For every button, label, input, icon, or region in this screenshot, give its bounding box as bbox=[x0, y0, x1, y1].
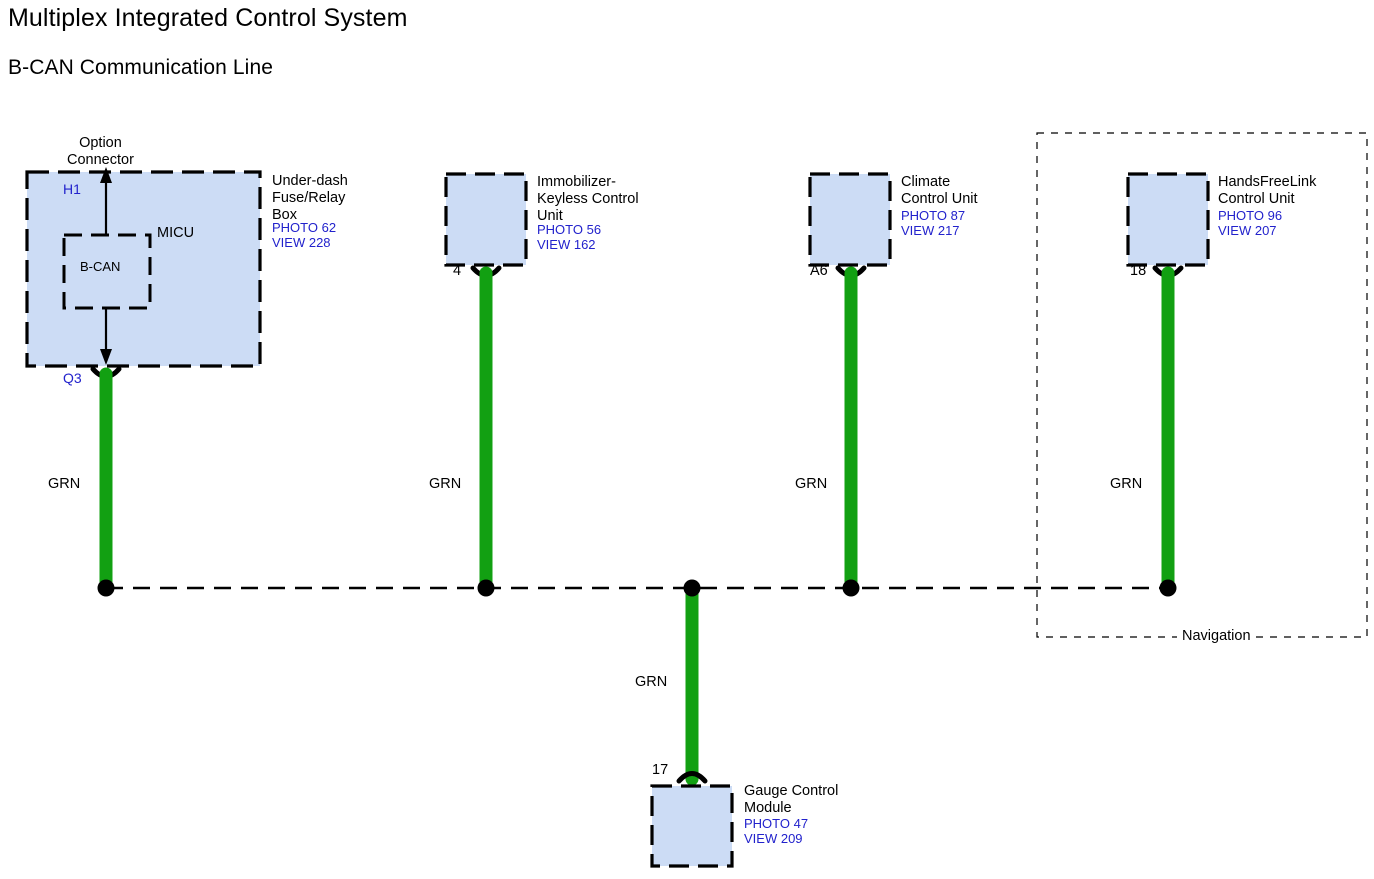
module-caption-handsfreelink-control-unit: HandsFreeLink Control Unit bbox=[1218, 174, 1316, 208]
photo-ref[interactable]: PHOTO 87 bbox=[901, 208, 966, 223]
bus-junction-dot-immobilizer bbox=[477, 579, 495, 597]
module-ref-handsfreelink-control-unit[interactable]: PHOTO 96 VIEW 207 bbox=[1218, 208, 1282, 238]
view-ref[interactable]: VIEW 162 bbox=[537, 237, 596, 253]
photo-ref[interactable]: PHOTO 62 bbox=[272, 220, 337, 235]
page-subtitle: B-CAN Communication Line bbox=[8, 56, 274, 79]
view-ref[interactable]: VIEW 228 bbox=[272, 235, 331, 251]
module-caption-gauge-control-module: Gauge Control Module bbox=[744, 783, 838, 817]
photo-ref[interactable]: PHOTO 56 bbox=[537, 222, 602, 237]
option-connector-label-line1: Option bbox=[79, 135, 122, 151]
module-name-line: Module bbox=[744, 799, 792, 816]
view-ref[interactable]: VIEW 207 bbox=[1218, 223, 1277, 239]
q3-arrowhead bbox=[100, 349, 112, 365]
wire-label-climate: GRN bbox=[795, 476, 828, 492]
module-name-line: Fuse/Relay bbox=[272, 189, 346, 206]
pin-label-gauge: 17 bbox=[652, 762, 669, 778]
terminal-label-q3: Q3 bbox=[63, 370, 82, 386]
micu-label: MICU bbox=[157, 225, 195, 241]
module-ref-under-dash-fuse-relay-box[interactable]: PHOTO 62 VIEW 228 bbox=[272, 220, 336, 250]
module-box-gauge-control-module[interactable] bbox=[650, 784, 734, 868]
pin-label-handsfreelink: 18 bbox=[1130, 263, 1147, 279]
module-name-line: Under-dash bbox=[272, 173, 348, 189]
module-box-immobilizer-keyless-control-unit[interactable] bbox=[444, 172, 528, 267]
navigation-group-label: Navigation bbox=[1177, 628, 1256, 644]
view-ref[interactable]: VIEW 217 bbox=[901, 223, 960, 239]
wire-label-gauge: GRN bbox=[635, 674, 668, 690]
view-ref[interactable]: VIEW 209 bbox=[744, 831, 803, 847]
module-name-line: Control Unit bbox=[901, 190, 978, 207]
terminal-label-h1: H1 bbox=[63, 181, 81, 197]
option-connector-label: Option Connector bbox=[67, 135, 134, 169]
module-name-line: HandsFreeLink bbox=[1218, 174, 1317, 190]
bus-junction-dot-micu bbox=[97, 579, 115, 597]
module-name-line: Gauge Control bbox=[744, 783, 839, 799]
option-connector-label-line2: Connector bbox=[67, 151, 134, 168]
module-caption-climate-control-unit: Climate Control Unit bbox=[901, 174, 978, 208]
module-name-line: Unit bbox=[537, 207, 563, 224]
module-name-line: Keyless Control bbox=[537, 190, 639, 207]
module-caption-under-dash-fuse-relay-box: Under-dash Fuse/Relay Box bbox=[272, 173, 348, 223]
wire-label-handsfreelink: GRN bbox=[1110, 476, 1143, 492]
module-box-under-dash-fuse-relay-box[interactable] bbox=[25, 170, 262, 368]
option-connector-arrowhead bbox=[100, 167, 112, 183]
module-ref-gauge-control-module[interactable]: PHOTO 47 VIEW 209 bbox=[744, 816, 808, 846]
photo-ref[interactable]: PHOTO 96 bbox=[1218, 208, 1283, 223]
module-ref-immobilizer-keyless-control-unit[interactable]: PHOTO 56 VIEW 162 bbox=[537, 222, 601, 252]
module-name-line: Climate bbox=[901, 174, 951, 190]
module-name-line: Box bbox=[272, 206, 297, 223]
module-name-line: Control Unit bbox=[1218, 190, 1295, 207]
connector-arc-gauge bbox=[676, 771, 708, 784]
page-title: Multiplex Integrated Control System bbox=[8, 4, 408, 32]
pin-label-climate: A6 bbox=[810, 263, 828, 279]
wire-label-micu: GRN bbox=[48, 476, 81, 492]
bcan-label: B-CAN bbox=[80, 259, 121, 274]
pin-label-immobilizer: 4 bbox=[453, 263, 462, 279]
bus-junction-dot-climate bbox=[842, 579, 860, 597]
module-name-line: Immobilizer- bbox=[537, 174, 616, 190]
photo-ref[interactable]: PHOTO 47 bbox=[744, 816, 809, 831]
module-box-climate-control-unit[interactable] bbox=[808, 172, 892, 267]
bus-junction-dot-gauge bbox=[683, 579, 701, 597]
module-caption-immobilizer-keyless-control-unit: Immobilizer- Keyless Control Unit bbox=[537, 174, 639, 224]
wire-label-immobilizer: GRN bbox=[429, 476, 462, 492]
module-box-handsfreelink-control-unit[interactable] bbox=[1126, 172, 1210, 267]
module-ref-climate-control-unit[interactable]: PHOTO 87 VIEW 217 bbox=[901, 208, 965, 238]
bus-junction-dot-handsfreelink bbox=[1159, 579, 1177, 597]
